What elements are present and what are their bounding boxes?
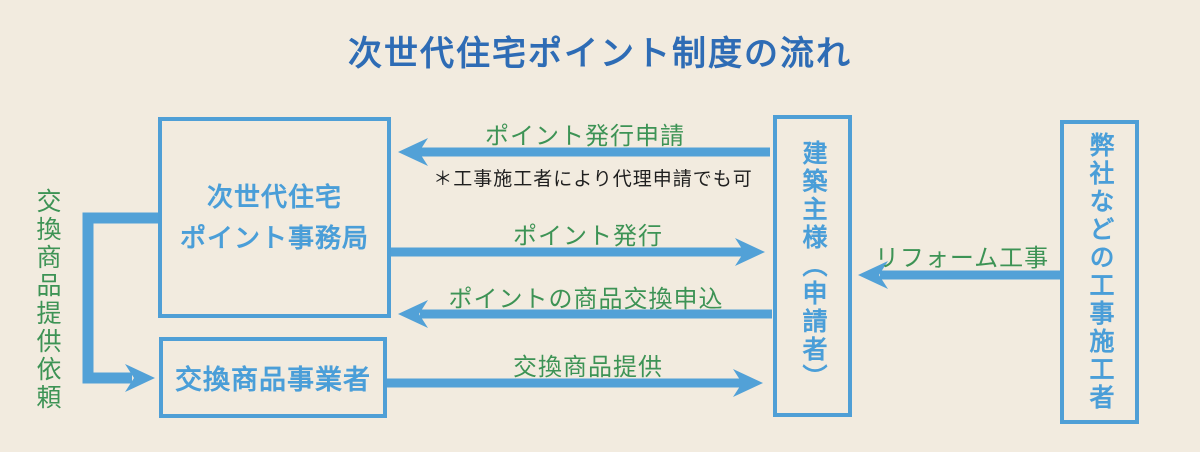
box-point-office: 次世代住宅 ポイント事務局	[158, 117, 391, 318]
arrow-provide-request-head	[125, 364, 155, 392]
box-exchange-vendor: 交換商品事業者	[159, 337, 387, 418]
flow-label-issue: ポイント発行	[513, 223, 663, 250]
flow-label-provide-request: 交換商品提供依頼	[33, 188, 61, 412]
box-building-owner-label: 建築主様（申請者）	[799, 140, 827, 392]
box-contractor-label: 弊社などの工事施工者	[1086, 132, 1114, 412]
arrow-provide-request-elbow	[82, 212, 158, 384]
flow-label-reform: リフォーム工事	[874, 245, 1050, 272]
box-contractor: 弊社などの工事施工者	[1060, 120, 1139, 424]
diagram-title: 次世代住宅ポイント制度の流れ	[348, 35, 852, 73]
flow-note-proxy-application: ＊工事施工者により代理申請でも可	[433, 169, 753, 190]
box-exchange-vendor-label: 交換商品事業者	[175, 365, 371, 395]
flow-label-exchange-apply: ポイントの商品交換申込	[448, 286, 724, 313]
flow-label-issue-request: ポイント発行申請	[485, 123, 685, 150]
arrow-reform-head	[858, 261, 888, 289]
flow-label-goods-provide: 交換商品提供	[513, 354, 663, 381]
arrow-issue-head	[735, 238, 765, 266]
box-point-office-label: 次世代住宅 ポイント事務局	[179, 182, 369, 253]
arrow-issue-request-head	[398, 138, 428, 166]
arrow-goods-provide-head	[733, 369, 763, 397]
arrow-exchange-apply-head	[398, 300, 428, 328]
box-building-owner: 建築主様（申請者）	[773, 115, 852, 417]
